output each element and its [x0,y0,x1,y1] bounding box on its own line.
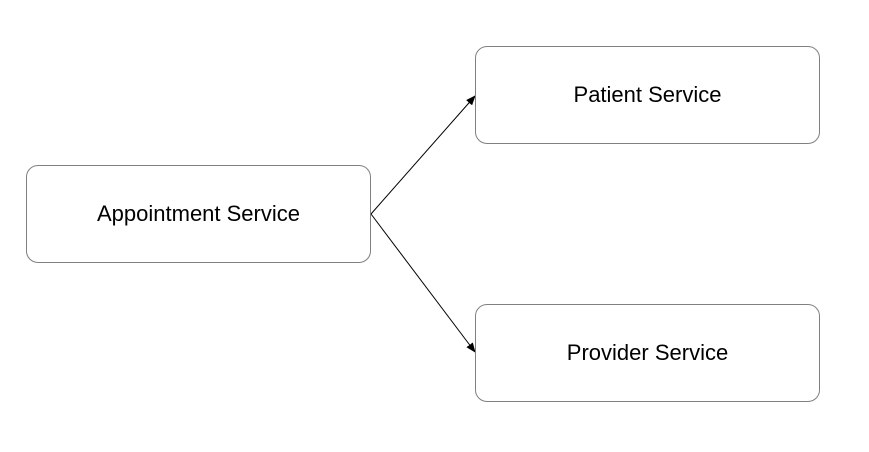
provider-service-node[interactable]: Provider Service [475,304,820,402]
edge-appointment-to-provider [370,213,476,353]
appointment-service-node[interactable]: Appointment Service [26,165,371,263]
provider-service-label: Provider Service [566,340,729,365]
appointment-service-label: Appointment Service [97,201,300,226]
edge-appointment-to-patient [370,95,476,215]
patient-service-node[interactable]: Patient Service [475,46,820,144]
patient-service-label: Patient Service [573,82,722,107]
